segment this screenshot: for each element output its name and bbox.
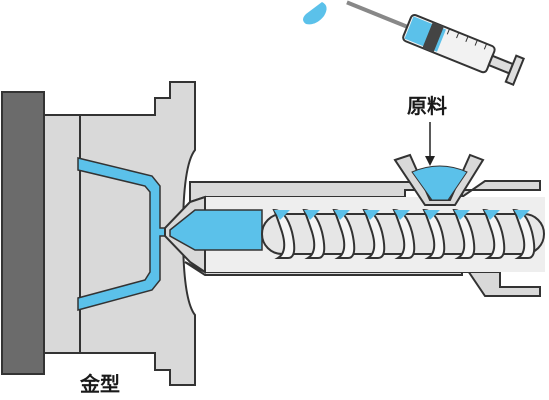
resin-pocket <box>394 210 410 220</box>
arrowhead <box>425 156 435 166</box>
mold-label: 金型 <box>80 372 120 396</box>
screw-flight <box>452 208 476 259</box>
screw-flight <box>362 208 386 259</box>
screw-flight <box>422 208 446 259</box>
screw-flight <box>392 208 416 259</box>
screw-flight <box>482 208 506 259</box>
resin-pocket <box>514 210 530 220</box>
resin-pocket <box>424 210 440 220</box>
resin-pocket <box>334 210 350 220</box>
screw-flight <box>332 208 356 259</box>
resin-pocket <box>484 210 500 220</box>
syringe-icon <box>346 0 525 86</box>
resin-pocket <box>304 210 320 220</box>
resin-pocket <box>364 210 380 220</box>
resin-pocket <box>274 210 290 220</box>
melted-resin <box>169 209 263 251</box>
mold-back-plate <box>1 91 45 375</box>
screw-flight <box>272 208 296 259</box>
hopper-material <box>411 165 468 201</box>
screw-flight <box>302 208 326 259</box>
screw-resin-pockets <box>274 210 530 220</box>
droplet-icon <box>303 2 327 25</box>
screw-flights <box>272 208 536 259</box>
screw-flight <box>512 208 536 259</box>
resin-pocket <box>454 210 470 220</box>
mold-rear-half <box>43 114 81 354</box>
mold-cavity-resin <box>77 157 176 311</box>
material-label: 原料 <box>407 94 447 118</box>
